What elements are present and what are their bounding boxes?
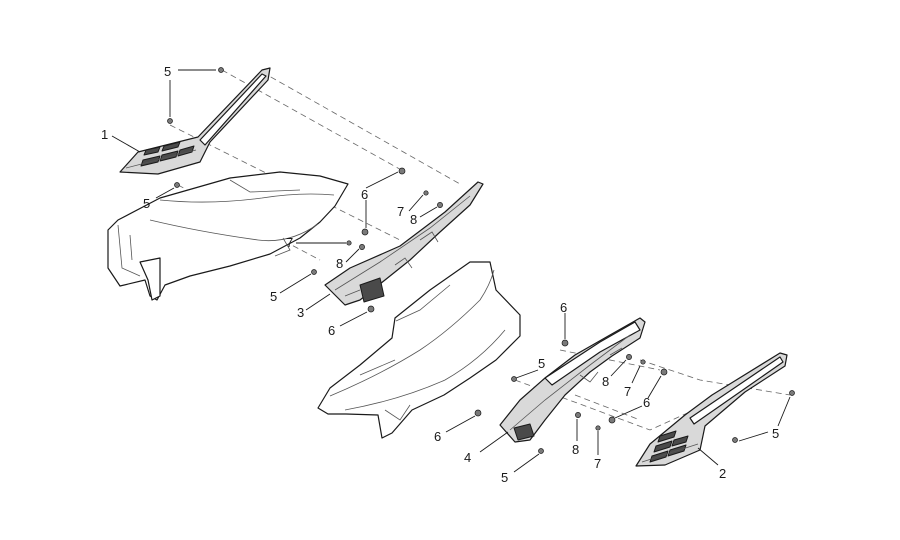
part-4-right-inner-bracket — [499, 317, 646, 443]
left-side-fairing — [107, 171, 349, 301]
nut-icon — [367, 305, 375, 313]
nut-icon — [437, 202, 443, 208]
callout-5: 5 — [772, 426, 779, 441]
nut-icon — [361, 228, 369, 236]
right-side-fairing — [317, 261, 521, 439]
callout-5: 5 — [143, 196, 150, 211]
leader-lines — [111, 69, 791, 473]
callout-5: 5 — [164, 64, 171, 79]
part-3-left-inner-bracket — [324, 181, 484, 306]
callout-5: 5 — [270, 289, 277, 304]
nut-icon — [398, 167, 406, 175]
callout-6: 6 — [643, 395, 650, 410]
callout-8: 8 — [336, 256, 343, 271]
callout-8: 8 — [602, 374, 609, 389]
callout-7: 7 — [397, 204, 404, 219]
nut-icon — [660, 368, 668, 376]
callout-1: 1 — [101, 127, 108, 142]
callout-6: 6 — [328, 323, 335, 338]
callout-5: 5 — [501, 470, 508, 485]
nut-icon — [608, 416, 616, 424]
screw-icon — [174, 182, 180, 188]
part-2-lower-right-grille — [635, 352, 788, 467]
screw-icon — [167, 118, 173, 124]
callout-2: 2 — [719, 466, 726, 481]
callout-6: 6 — [434, 429, 441, 444]
washer-icon — [595, 425, 601, 431]
screw-icon — [511, 376, 517, 382]
screw-icon — [732, 437, 738, 443]
nut-icon — [359, 244, 365, 250]
callout-7: 7 — [594, 456, 601, 471]
callout-3: 3 — [297, 305, 304, 320]
nut-icon — [626, 354, 632, 360]
washer-icon — [346, 240, 352, 246]
screw-icon — [789, 390, 795, 396]
callout-6: 6 — [560, 300, 567, 315]
screw-icon — [311, 269, 317, 275]
callout-8: 8 — [572, 442, 579, 457]
callout-7: 7 — [624, 384, 631, 399]
part-1-upper-left-grille — [119, 67, 271, 175]
callout-7: 7 — [286, 235, 293, 250]
callout-5: 5 — [538, 356, 545, 371]
nut-icon — [561, 339, 569, 347]
callout-8: 8 — [410, 212, 417, 227]
washer-icon — [423, 190, 429, 196]
nut-icon — [474, 409, 482, 417]
screw-icon — [218, 67, 224, 73]
callout-6: 6 — [361, 187, 368, 202]
washer-icon — [640, 359, 646, 365]
screw-icon — [538, 448, 544, 454]
nut-icon — [575, 412, 581, 418]
fasteners — [167, 67, 795, 454]
callout-4: 4 — [464, 450, 471, 465]
callouts: 5 1 5 6 7 8 7 8 5 3 6 6 5 8 7 6 6 4 8 7 … — [101, 64, 779, 485]
